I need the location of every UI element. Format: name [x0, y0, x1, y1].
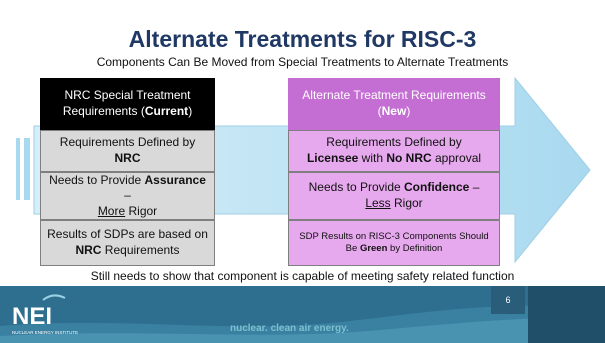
- right-row-sdp-text: SDP Results on RISC-3 Components Should …: [299, 230, 489, 254]
- footer-slogan: nuclear. clean air energy.: [230, 323, 349, 334]
- footer-wave-graphic: [0, 286, 605, 343]
- left-row-sdp: Results of SDPs are based on NRC Require…: [40, 220, 215, 266]
- slide-subtitle: Components Can Be Moved from Special Tre…: [96, 55, 509, 69]
- slide-title: Alternate Treatments for RISC-3: [128, 26, 477, 52]
- left-row-assurance-text: Needs to Provide Assurance – More Rigor: [49, 172, 206, 218]
- left-row-sdp-text: Results of SDPs are based on NRC Require…: [47, 227, 208, 257]
- right-row-confidence-text: Needs to Provide Confidence – Less Rigor: [308, 180, 480, 210]
- logo-subtitle: NUCLEAR ENERGY INSTITUTE: [12, 330, 78, 335]
- footer-bar: nuclear. clean air energy.: [0, 286, 605, 343]
- right-row-sdp: SDP Results on RISC-3 Components Should …: [288, 220, 500, 266]
- left-row-defined-text: Requirements Defined by NRC: [59, 135, 196, 165]
- right-row-defined-text: Requirements Defined by Licensee with No…: [306, 135, 482, 165]
- left-row-assurance: Needs to Provide Assurance – More Rigor: [40, 172, 215, 220]
- right-row-confidence: Needs to Provide Confidence – Less Rigor: [288, 172, 500, 220]
- right-header-text: Alternate Treatment Requirements(New): [302, 88, 486, 118]
- page-number: 6: [491, 286, 525, 314]
- right-header: Alternate Treatment Requirements(New): [288, 78, 500, 130]
- bottom-note: Still needs to show that component is ca…: [90, 269, 515, 283]
- left-row-defined: Requirements Defined by NRC: [40, 130, 215, 172]
- left-header: NRC Special Treatment Requirements (Curr…: [40, 78, 215, 130]
- logo-text: NEI: [12, 303, 52, 330]
- right-row-defined: Requirements Defined by Licensee with No…: [288, 130, 500, 172]
- left-header-text: NRC Special Treatment Requirements (Curr…: [62, 88, 193, 118]
- nei-logo-icon: NEI NUCLEAR ENERGY INSTITUTE: [12, 294, 78, 335]
